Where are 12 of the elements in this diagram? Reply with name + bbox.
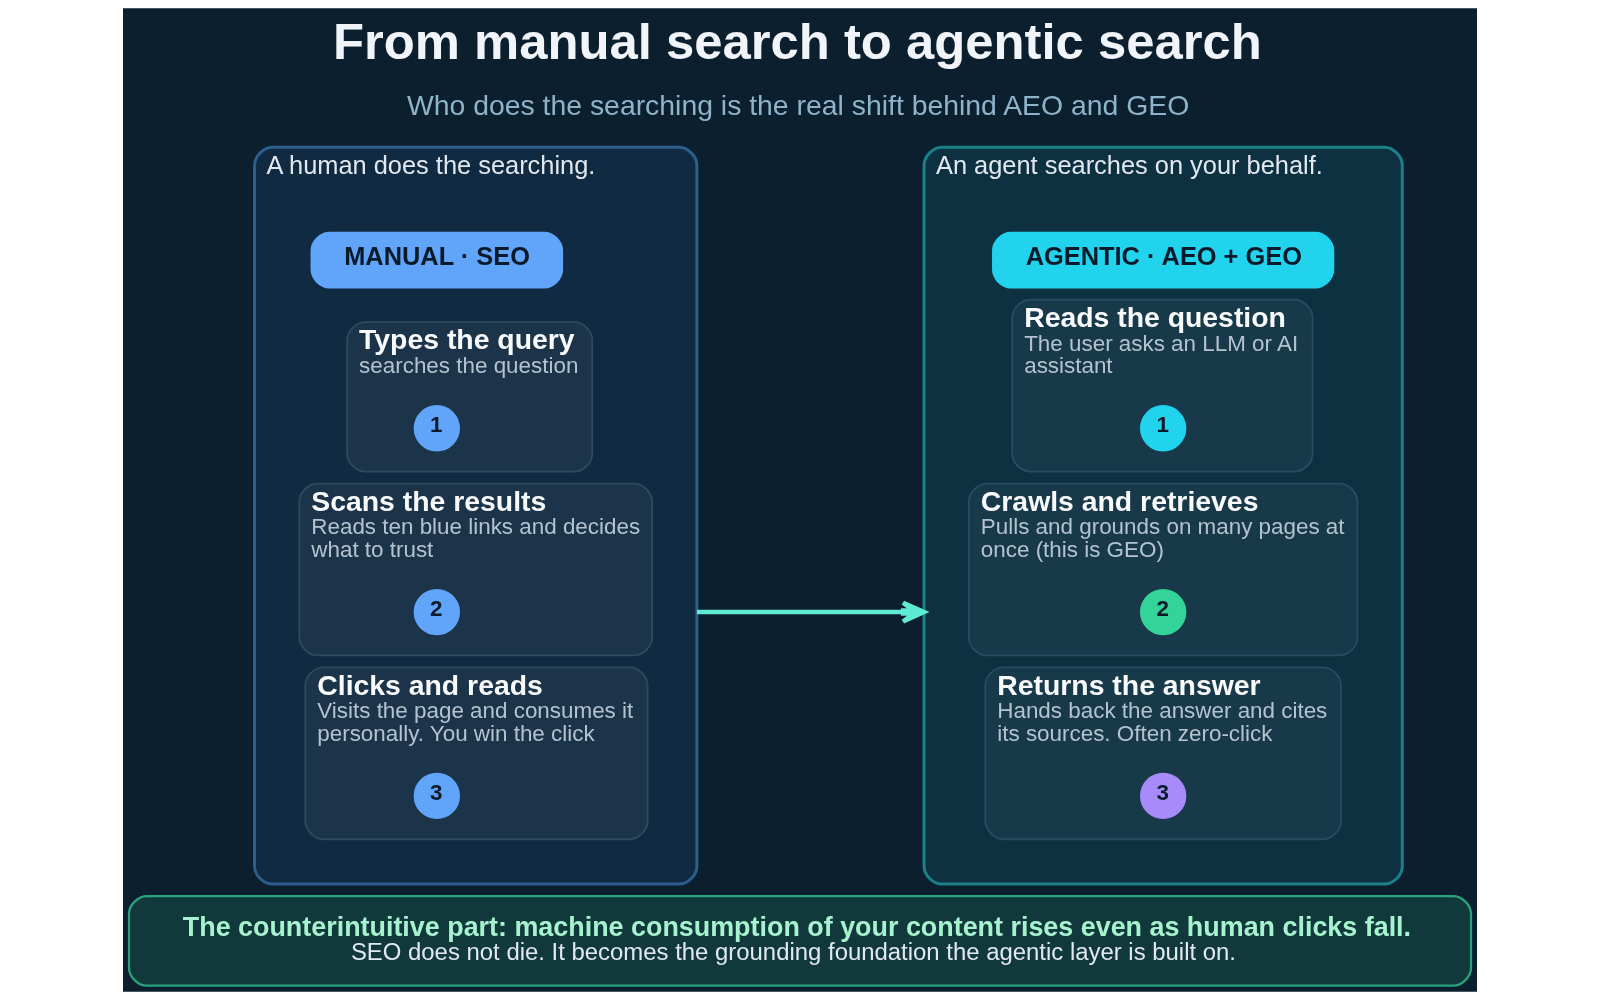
node-circle: 3 bbox=[413, 772, 460, 820]
node-circle: 2 bbox=[1140, 588, 1187, 636]
node-circle: 3 bbox=[1140, 772, 1187, 820]
node-box: MANUAL · SEO bbox=[310, 231, 564, 289]
node-circle: 1 bbox=[1140, 405, 1187, 452]
arrow bbox=[696, 600, 927, 624]
node-circle: 2 bbox=[413, 588, 460, 636]
node-box: The counterintuitive part: machine consumption of your content rises even as human clicks fall. SEO does not die. It becomes the grounding foundation the agentic layer is built on. bbox=[127, 894, 1473, 987]
node-box: AGENTIC · AEO + GEO bbox=[992, 231, 1335, 289]
node-circle: 1 bbox=[413, 405, 460, 452]
diagram-title: From manual search to agentic search bbox=[332, 13, 1262, 71]
label: Who does the searching is the real shift behind AEO and GEO bbox=[406, 89, 1190, 122]
